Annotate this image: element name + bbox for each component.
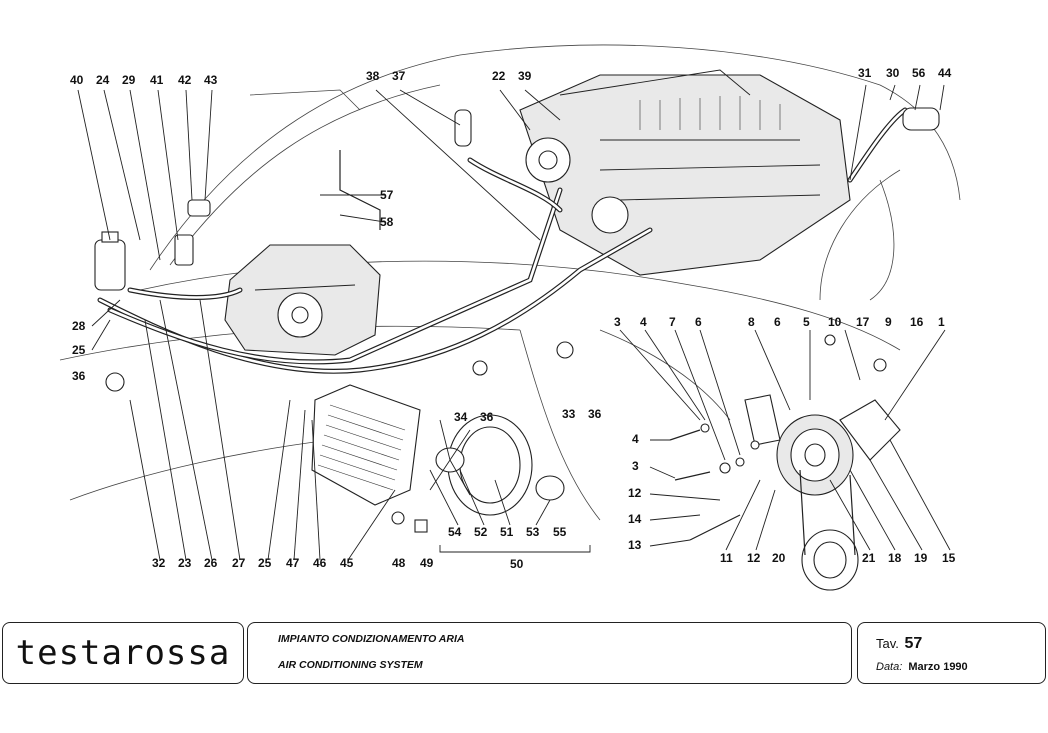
callout-12b: 12 [747, 551, 761, 565]
callout-44: 44 [938, 66, 952, 80]
callout-48: 48 [392, 556, 406, 570]
callout-27: 27 [232, 556, 246, 570]
sheet-info-box: Tav. 57 Data: Marzo 1990 [857, 622, 1046, 684]
callout-21: 21 [862, 551, 876, 565]
exploded-parts-diagram: 40 24 29 41 42 43 38 37 22 39 31 30 56 4… [59, 44, 961, 591]
title-italian: IMPIANTO CONDIZIONAMENTO ARIA [278, 633, 465, 645]
callout-25: 25 [72, 343, 86, 357]
condenser-fan [429, 414, 565, 516]
callout-29: 29 [122, 73, 136, 87]
evaporator-unit [224, 244, 381, 356]
callout-numbers: 40 24 29 41 42 43 38 37 22 39 31 30 56 4… [70, 66, 956, 571]
callout-15: 15 [942, 551, 956, 565]
callout-13: 13 [628, 538, 642, 552]
callout-32: 32 [152, 556, 166, 570]
callout-51: 51 [500, 525, 514, 539]
callout-38: 38 [366, 69, 380, 83]
callout-45: 45 [340, 556, 354, 570]
callout-20: 20 [772, 551, 786, 565]
callout-3b: 3 [632, 459, 639, 473]
callout-6b: 6 [774, 315, 781, 329]
callout-31: 31 [858, 66, 872, 80]
callout-46: 46 [313, 556, 327, 570]
date-value: Marzo 1990 [908, 661, 968, 673]
title-box: IMPIANTO CONDIZIONAMENTO ARIA AIR CONDIT… [247, 622, 852, 684]
callout-16: 16 [910, 315, 924, 329]
callout-28: 28 [72, 319, 86, 333]
callout-36: 36 [72, 369, 86, 383]
callout-9: 9 [885, 315, 892, 329]
callout-37: 37 [392, 69, 406, 83]
receiver-drier [94, 199, 211, 291]
engine-v12 [519, 69, 851, 276]
callout-47: 47 [286, 556, 300, 570]
callout-8: 8 [748, 315, 755, 329]
callout-36c: 36 [588, 407, 602, 421]
callout-19: 19 [914, 551, 928, 565]
callout-56: 56 [912, 66, 926, 80]
callout-11: 11 [720, 551, 733, 565]
leader-lines [77, 84, 951, 561]
brand-logo: testarossa [15, 633, 231, 673]
callout-12: 12 [628, 486, 642, 500]
callout-57: 57 [380, 188, 394, 202]
callout-24: 24 [96, 73, 110, 87]
callout-34: 34 [454, 410, 468, 424]
callout-50: 50 [510, 557, 524, 571]
callout-6: 6 [695, 315, 702, 329]
callout-10: 10 [828, 315, 842, 329]
callout-43: 43 [204, 73, 218, 87]
title-english: AIR CONDITIONING SYSTEM [278, 659, 423, 671]
callout-40: 40 [70, 73, 84, 87]
callout-25b: 25 [258, 556, 272, 570]
refrigerant-pipes [97, 107, 908, 374]
callout-5: 5 [803, 315, 810, 329]
callout-58: 58 [380, 215, 394, 229]
callout-39: 39 [518, 69, 532, 83]
callout-7: 7 [669, 315, 676, 329]
callout-54: 54 [448, 525, 462, 539]
ac-compressor [744, 329, 901, 591]
fasteners [105, 107, 940, 541]
callout-23: 23 [178, 556, 192, 570]
callout-30: 30 [886, 66, 900, 80]
callout-53: 53 [526, 525, 540, 539]
logo-box: testarossa [2, 622, 244, 684]
callout-4: 4 [640, 315, 647, 329]
callout-26: 26 [204, 556, 218, 570]
callout-33: 33 [562, 407, 576, 421]
callout-14: 14 [628, 512, 642, 526]
tav-label: Tav. [876, 636, 899, 651]
callout-17: 17 [856, 315, 870, 329]
date-row: Data: Marzo 1990 [876, 661, 968, 673]
callout-4b: 4 [632, 432, 639, 446]
callout-1: 1 [938, 315, 945, 329]
callout-52: 52 [474, 525, 488, 539]
callout-41: 41 [150, 73, 164, 87]
condenser [311, 384, 421, 506]
date-label: Data: [876, 661, 903, 673]
callout-42: 42 [178, 73, 192, 87]
callout-49: 49 [420, 556, 434, 570]
callout-36b: 36 [480, 410, 494, 424]
tav-number: 57 [904, 635, 923, 652]
callout-22: 22 [492, 69, 506, 83]
callout-3: 3 [614, 315, 621, 329]
callout-18: 18 [888, 551, 902, 565]
table-number-row: Tav. 57 [876, 635, 922, 653]
callout-55: 55 [553, 525, 567, 539]
